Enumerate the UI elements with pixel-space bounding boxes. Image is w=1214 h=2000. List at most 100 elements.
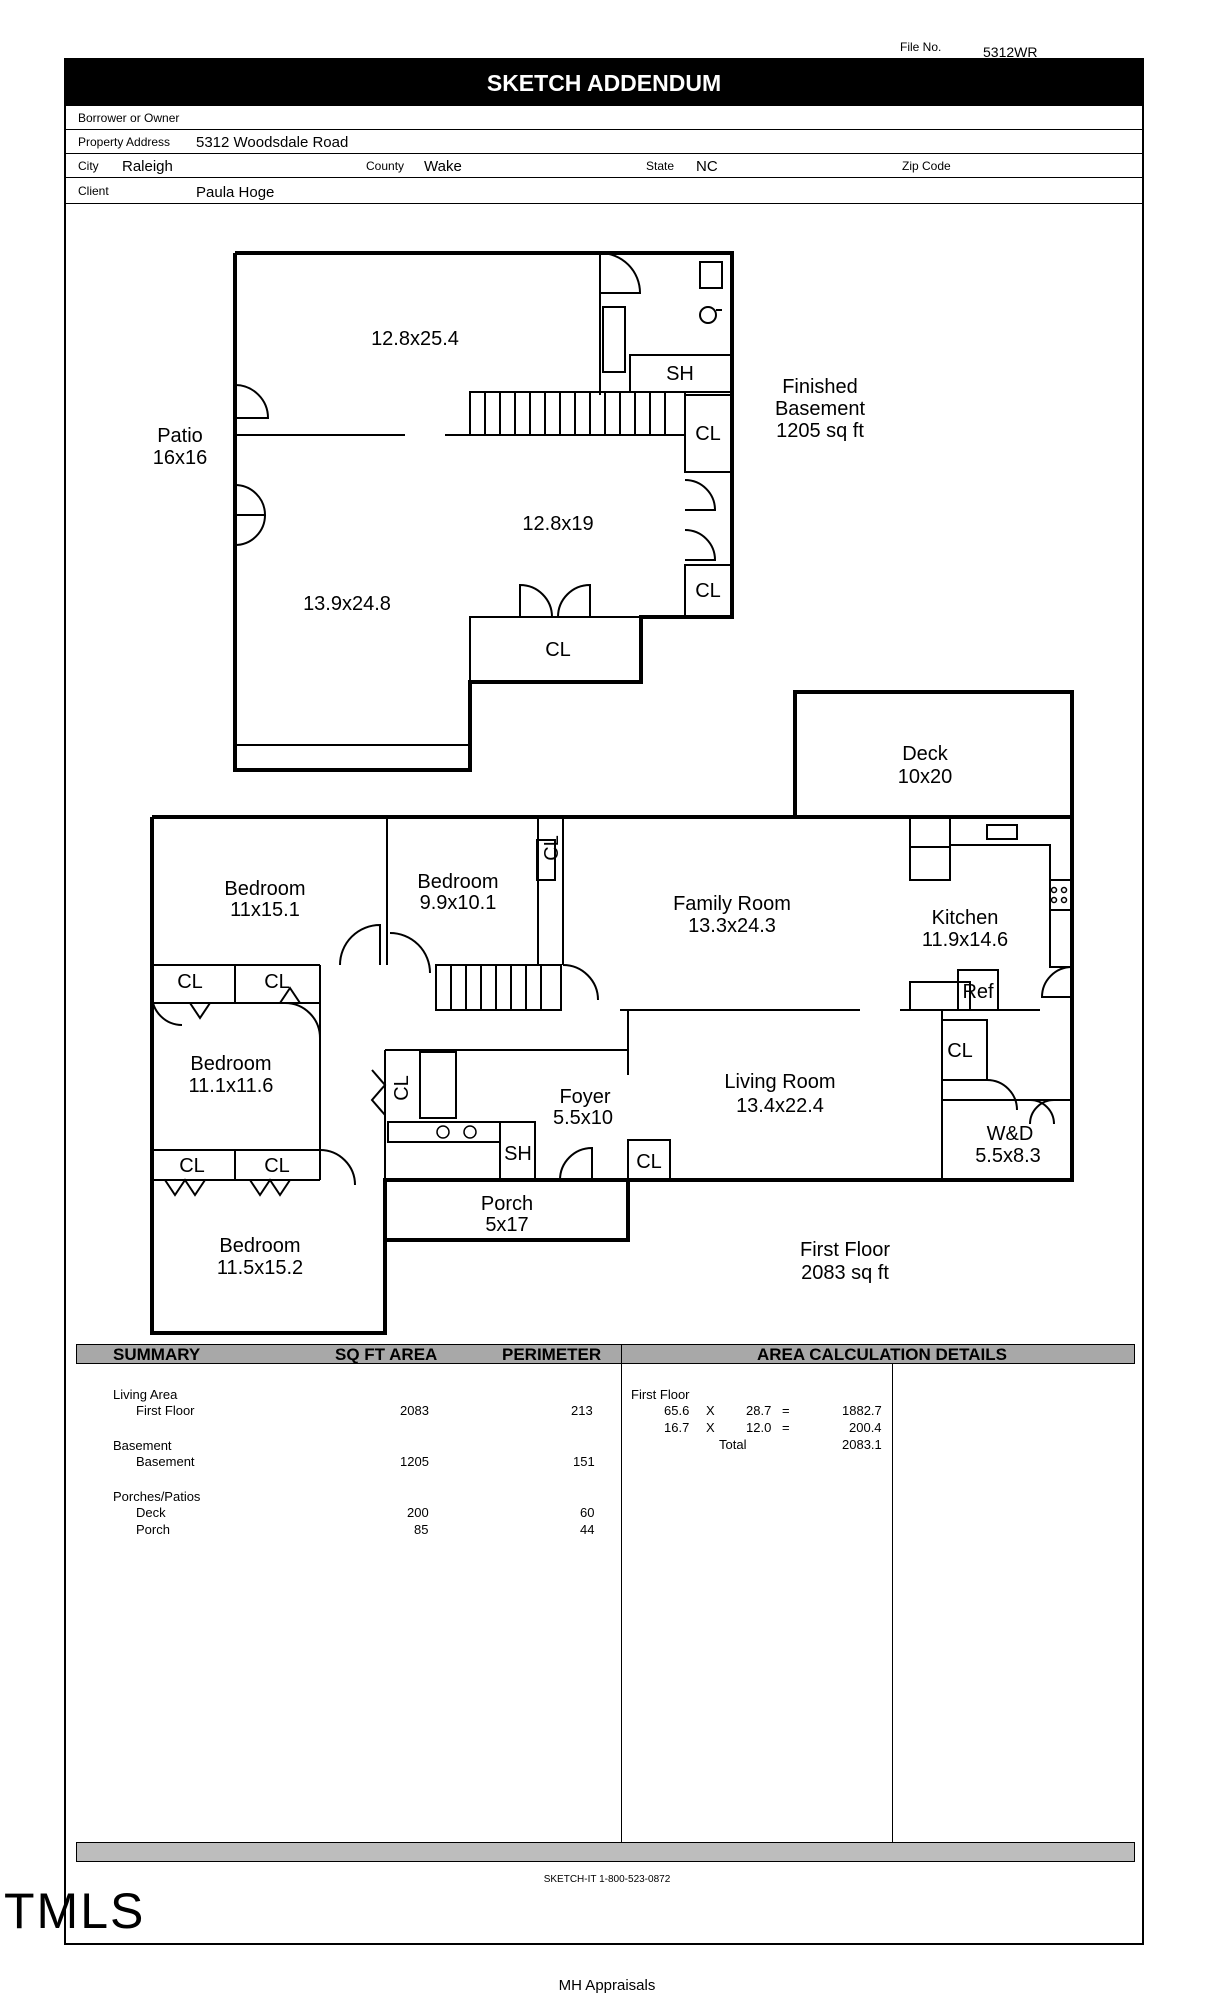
first-floor-cl-label-5: CL bbox=[636, 1151, 662, 1173]
foyer-label: Foyer bbox=[559, 1086, 610, 1108]
bedroom-1-label: Bedroom bbox=[224, 878, 305, 900]
area-details-heading: AREA CALCULATION DETAILS bbox=[757, 1345, 1007, 1364]
patio-label: Patio bbox=[157, 425, 203, 447]
first-floor-cl-label-1: CL bbox=[177, 971, 203, 993]
bedroom-3-dims: 11.1x11.6 bbox=[189, 1075, 274, 1097]
first-floor-cl-label-3: CL bbox=[179, 1155, 205, 1177]
basement-sh-label: SH bbox=[666, 363, 694, 385]
sqft-heading: SQ FT AREA bbox=[335, 1345, 438, 1364]
deck-row-label: Deck bbox=[136, 1505, 166, 1520]
basement-cl-label-3: CL bbox=[545, 639, 571, 661]
basement-room-3-dims: 13.9x24.8 bbox=[303, 593, 391, 615]
bedroom-3-label: Bedroom bbox=[190, 1053, 271, 1075]
calc-1-eq: = bbox=[782, 1403, 790, 1418]
first-floor-cl-label-7: CL bbox=[541, 835, 563, 861]
basement-group: Basement bbox=[113, 1438, 172, 1453]
basement-room-1-dims: 12.8x25.4 bbox=[371, 328, 459, 350]
first-floor-row-perim: 213 bbox=[571, 1403, 593, 1418]
porch-row-label: Porch bbox=[136, 1522, 170, 1537]
basement-row-perim: 151 bbox=[573, 1454, 595, 1469]
client-value: Paula Hoge bbox=[196, 184, 275, 201]
porch-label: Porch bbox=[481, 1193, 533, 1215]
calc-total-value: 2083.1 bbox=[842, 1437, 882, 1452]
calc-2-x: X bbox=[706, 1420, 715, 1435]
state-label: State bbox=[646, 159, 675, 173]
calc-total-label: Total bbox=[719, 1437, 747, 1452]
basement-title-line2: Basement bbox=[775, 398, 865, 420]
kitchen-dims: 11.9x14.6 bbox=[922, 929, 1008, 951]
sketch-it-credit: SKETCH-IT 1-800-523-0872 bbox=[543, 1874, 671, 1885]
calc-2-b: 12.0 bbox=[746, 1420, 772, 1435]
summary-divider-2 bbox=[892, 1364, 893, 1842]
first-floor-row-label: First Floor bbox=[136, 1403, 195, 1418]
first-floor-cl-label-4: CL bbox=[264, 1155, 290, 1177]
basement-outline bbox=[233, 251, 734, 772]
calc-2-a: 16.7 bbox=[664, 1420, 690, 1435]
address-label: Property Address bbox=[78, 135, 171, 149]
bedroom-1-dims: 11x15.1 bbox=[230, 899, 300, 921]
bedroom-4-label: Bedroom bbox=[219, 1235, 300, 1257]
bedroom-2-dims: 9.9x10.1 bbox=[420, 892, 497, 914]
basement-room-2-dims: 12.8x19 bbox=[522, 513, 593, 535]
city-row: City Raleigh County Wake State NC Zip Co… bbox=[66, 154, 1142, 178]
client-row: Client Paula Hoge bbox=[66, 178, 1142, 204]
living-room-label: Living Room bbox=[724, 1071, 835, 1093]
summary-header: SUMMARY SQ FT AREA PERIMETER AREA CALCUL… bbox=[76, 1344, 1135, 1364]
appraiser-company: MH Appraisals bbox=[558, 1977, 656, 1994]
first-floor-cl-label-6: CL bbox=[947, 1040, 973, 1062]
family-room-dims: 13.3x24.3 bbox=[688, 915, 776, 937]
calc-1-result: 1882.7 bbox=[842, 1403, 882, 1418]
porches-group: Porches/Patios bbox=[113, 1489, 201, 1504]
foyer-dims: 5.5x10 bbox=[553, 1107, 613, 1129]
address-value: 5312 Woodsdale Road bbox=[196, 134, 349, 151]
basement-cl-label-2: CL bbox=[695, 580, 721, 602]
patio-dims: 16x16 bbox=[153, 447, 208, 469]
first-floor-sh-label: SH bbox=[504, 1143, 532, 1165]
summary-bottom-bar bbox=[76, 1842, 1135, 1862]
city-value: Raleigh bbox=[122, 158, 173, 175]
deck-row-area: 200 bbox=[407, 1505, 429, 1520]
client-label: Client bbox=[78, 184, 109, 198]
calc-2-result: 200.4 bbox=[849, 1420, 882, 1435]
wd-label: W&D bbox=[987, 1123, 1034, 1145]
calc-1-x: X bbox=[706, 1403, 715, 1418]
wd-dims: 5.5x8.3 bbox=[975, 1145, 1041, 1167]
ref-label: Ref bbox=[962, 981, 994, 1003]
city-label: City bbox=[78, 159, 99, 173]
first-floor-row-area: 2083 bbox=[400, 1403, 429, 1418]
calc-title: First Floor bbox=[631, 1387, 690, 1402]
porch-row-perim: 44 bbox=[580, 1522, 595, 1537]
basement-cl-label-1: CL bbox=[695, 423, 721, 445]
deck-label: Deck bbox=[902, 743, 949, 765]
porch-dims: 5x17 bbox=[485, 1214, 528, 1236]
calc-1-a: 65.6 bbox=[664, 1403, 690, 1418]
zip-label: Zip Code bbox=[902, 159, 951, 173]
county-value: Wake bbox=[424, 158, 462, 175]
living-area-group: Living Area bbox=[113, 1387, 178, 1402]
basement-area: 1205 sq ft bbox=[776, 420, 864, 442]
county-label: County bbox=[366, 159, 405, 173]
tmls-logo: TMLS bbox=[4, 1883, 146, 1939]
basement-row-label: Basement bbox=[136, 1454, 195, 1469]
first-floor-area: 2083 sq ft bbox=[801, 1262, 889, 1284]
calc-2-eq: = bbox=[782, 1420, 790, 1435]
bedroom-4-dims: 11.5x15.2 bbox=[217, 1257, 303, 1279]
deck-row-perim: 60 bbox=[580, 1505, 595, 1520]
calc-1-b: 28.7 bbox=[746, 1403, 772, 1418]
basement-row-area: 1205 bbox=[400, 1454, 429, 1469]
floor-plan: 12.8x25.4 12.8x19 13.9x24.8 SH CL CL CL … bbox=[150, 251, 1074, 1335]
bedroom-2-label: Bedroom bbox=[417, 871, 498, 893]
first-floor-cl-label-2: CL bbox=[264, 971, 290, 993]
porch-row-area: 85 bbox=[414, 1522, 429, 1537]
deck-dims: 10x20 bbox=[898, 766, 953, 788]
first-floor-title: First Floor bbox=[800, 1239, 890, 1261]
address-row: Property Address 5312 Woodsdale Road bbox=[66, 130, 1142, 154]
state-value: NC bbox=[696, 158, 718, 175]
perimeter-heading: PERIMETER bbox=[502, 1345, 602, 1364]
file-no-value: 5312WR bbox=[983, 44, 1038, 60]
borrower-row: Borrower or Owner bbox=[66, 106, 1142, 130]
summary-divider-1 bbox=[621, 1344, 622, 1842]
kitchen-label: Kitchen bbox=[932, 907, 999, 929]
page-title: SKETCH ADDENDUM bbox=[66, 60, 1142, 106]
summary-heading: SUMMARY bbox=[113, 1345, 201, 1364]
